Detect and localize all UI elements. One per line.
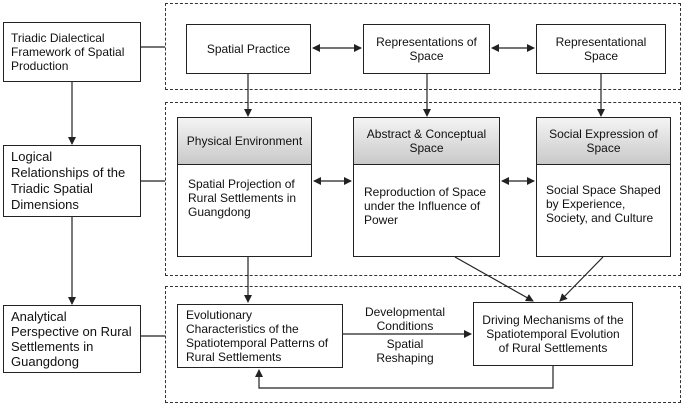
driving-mechanisms-label: Driving Mechanisms of the Spatiotemporal… xyxy=(482,313,624,355)
logical-box: Logical Relationships of the Triadic Spa… xyxy=(3,145,141,217)
representations-of-space-box: Representations of Space xyxy=(363,24,490,74)
spatial-practice-box: Spatial Practice xyxy=(186,24,311,74)
physical-environment-box: Physical Environment Spatial Projection … xyxy=(177,117,312,257)
social-to-driving-arrow xyxy=(559,256,604,302)
spatial-practice-label: Spatial Practice xyxy=(206,42,291,56)
representational-space-box: Representational Space xyxy=(536,24,666,74)
representational-space-label: Representational Space xyxy=(555,35,647,63)
abstract-space-header: Abstract & Conceptual Space xyxy=(354,118,499,165)
representations-of-space-label: Representations of Space xyxy=(376,35,477,63)
framework-box: Triadic Dialectical Framework of Spatial… xyxy=(3,22,141,82)
social-expression-header: Social Expression of Space xyxy=(537,118,670,165)
driving-mechanisms-box: Driving Mechanisms of the Spatiotemporal… xyxy=(473,302,633,366)
abstract-to-driving-arrow xyxy=(454,256,534,302)
abstract-space-box: Abstract & Conceptual Space Reproduction… xyxy=(353,117,500,257)
group-frame-analytical xyxy=(165,286,681,403)
evolutionary-characteristics-box: Evolutionary Characteristics of the Spat… xyxy=(177,304,343,368)
abstract-space-body: Reproduction of Space under the Influenc… xyxy=(364,185,487,227)
driving-feedback-arrow xyxy=(255,366,554,389)
social-expression-title: Social Expression of Space xyxy=(549,127,658,155)
social-expression-box: Social Expression of Space Social Space … xyxy=(536,117,671,257)
abstract-space-title: Abstract & Conceptual Space xyxy=(366,127,487,155)
social-expression-body: Social Space Shaped by Experience, Socie… xyxy=(546,183,661,225)
analytical-label: Analytical Perspective on Rural Settleme… xyxy=(11,309,132,369)
physical-environment-body: Spatial Projection of Rural Settlements … xyxy=(188,177,297,219)
developmental-conditions-label: Developmental Conditions xyxy=(364,305,446,333)
spatial-reshaping-label: Spatial Reshaping xyxy=(376,337,434,365)
logical-label: Logical Relationships of the Triadic Spa… xyxy=(11,149,126,212)
group-frame-logical xyxy=(165,102,681,276)
physical-environment-title: Physical Environment xyxy=(186,134,303,148)
group-frame-triad xyxy=(165,3,681,90)
evolutionary-characteristics-label: Evolutionary Characteristics of the Spat… xyxy=(186,308,329,364)
analytical-box: Analytical Perspective on Rural Settleme… xyxy=(3,305,141,373)
framework-label: Triadic Dialectical Framework of Spatial… xyxy=(11,31,125,73)
physical-environment-header: Physical Environment xyxy=(178,118,311,165)
